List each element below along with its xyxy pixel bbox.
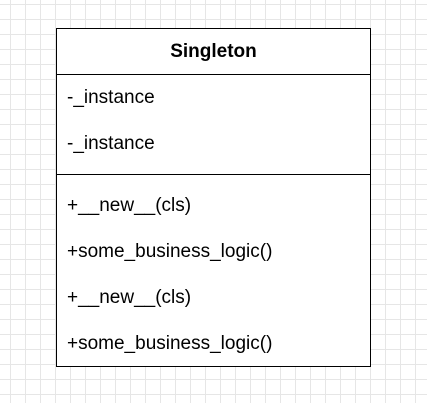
class-name: Singleton: [170, 40, 257, 62]
method-item: +some_business_logic(): [67, 333, 273, 354]
attribute-item: -_instance: [67, 87, 155, 108]
class-header: Singleton: [57, 29, 370, 75]
method-item: +__new__(cls): [67, 287, 192, 308]
attribute-item: -_instance: [67, 133, 155, 154]
method-item: +some_business_logic(): [67, 241, 273, 262]
attributes-section: -_instance -_instance: [57, 75, 370, 175]
singleton-class-box[interactable]: Singleton -_instance -_instance +__new__…: [56, 28, 371, 367]
method-item: +__new__(cls): [67, 195, 192, 216]
